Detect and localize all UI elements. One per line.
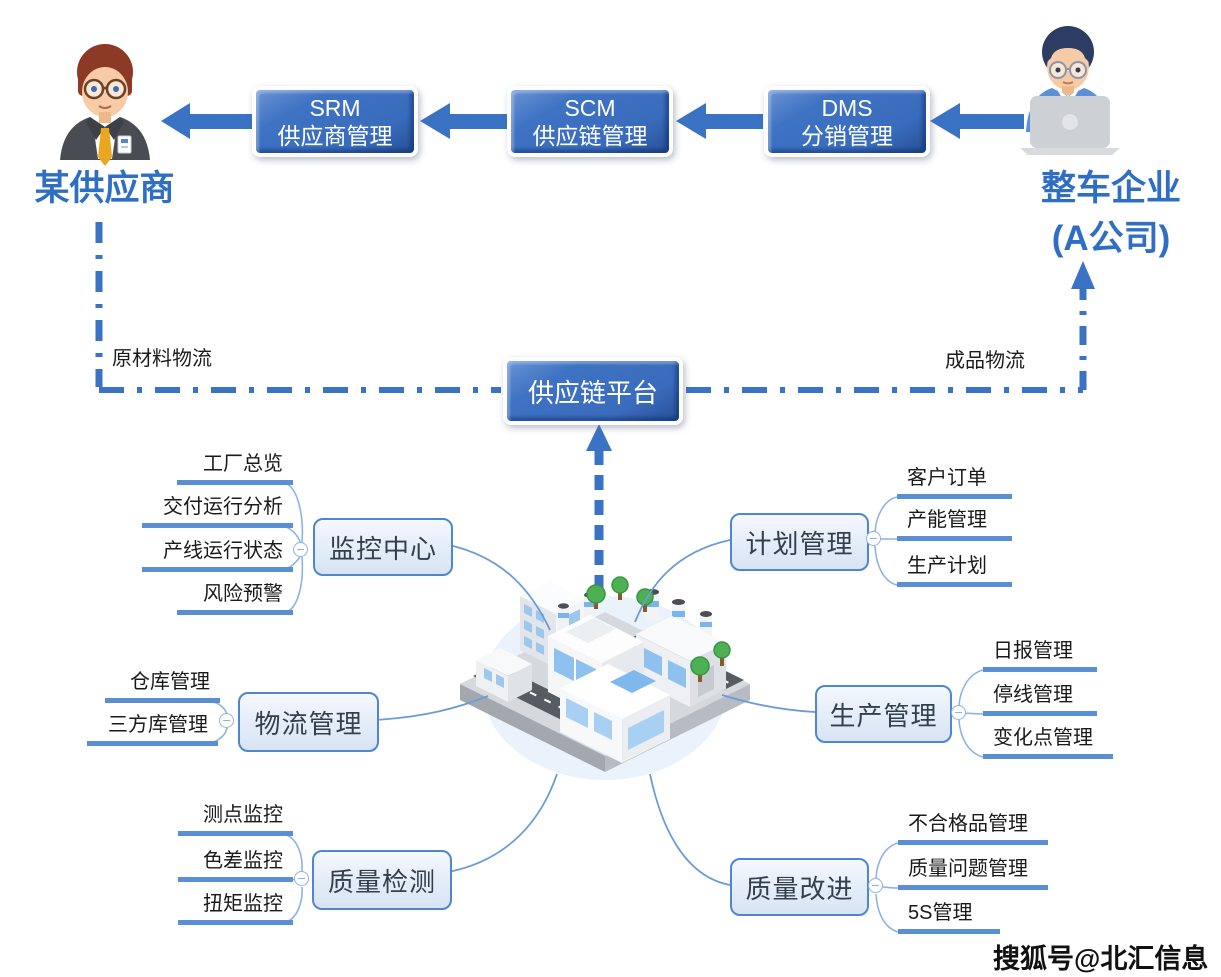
oem-label-line2: (A公司) [1051,219,1171,258]
minus-icon [298,877,305,880]
mindmap-leaf: 客户订单 [897,467,1012,499]
oem-label-line1: 整车企业 [1040,169,1181,208]
branch-connector-curves [374,539,816,886]
finished-goods-route-line [686,261,1095,393]
factory-illustration [460,576,750,780]
node-logistics-management[interactable]: 物流管理 [238,692,379,752]
scm-box-label: 供应链管理 [532,122,648,149]
scm-box-acronym: SCM [564,94,616,121]
node-production-management[interactable]: 生产管理 [815,685,952,743]
dms-box-acronym: DMS [821,94,873,121]
minus-icon [870,537,877,540]
collapse-toggle-icon[interactable] [294,871,309,886]
scm-box: SCM 供应链管理 [507,86,673,157]
node-quality-improvement[interactable]: 质量改进 [730,858,869,916]
raw-material-route-line [95,222,501,393]
collapse-toggle-icon[interactable] [219,713,234,728]
mindmap-leaf: 不合格品管理 [898,813,1048,845]
mindmap-leaf: 仓库管理 [105,671,220,703]
mindmap-leaf: 生产计划 [897,555,1012,587]
mindmap-leaf: 5S管理 [898,902,1000,934]
dms-box-label: 分销管理 [801,122,893,149]
supply-chain-platform-box: 供应链平台 [503,357,683,425]
mindmap-leaf: 质量问题管理 [898,858,1048,890]
mindmap-leaf: 停线管理 [983,684,1097,716]
collapse-toggle-icon[interactable] [868,878,883,893]
flow-arrow-icon [161,103,1024,139]
supplier-label: 某供应商 [34,169,175,208]
mindmap-leaf: 风险预警 [177,583,293,615]
finished-goods-label: 成品物流 [945,350,1025,372]
minus-icon [872,884,879,887]
mindmap-leaf: 产线运行状态 [142,540,293,572]
mindmap-leaf: 工厂总览 [177,453,293,485]
dms-box: DMS 分销管理 [764,86,930,157]
mindmap-leaf: 扭矩监控 [178,893,293,925]
raw-material-label: 原材料物流 [112,348,212,370]
minus-icon [223,719,230,722]
platform-up-arrow [586,424,612,602]
minus-icon [955,711,962,714]
srm-box-acronym: SRM [309,94,361,121]
laptop-user-avatar-icon [1020,26,1120,155]
mindmap-leaf: 产能管理 [897,509,1012,541]
minus-icon [297,548,304,551]
collapse-toggle-icon[interactable] [951,705,966,720]
srm-box-label: 供应商管理 [277,122,393,149]
mindmap-leaf: 日报管理 [983,640,1097,672]
collapse-toggle-icon[interactable] [293,542,308,557]
node-plan-management[interactable]: 计划管理 [730,513,869,571]
tree-icon [586,576,731,682]
supplier-avatar-icon [60,44,150,166]
node-monitoring-center[interactable]: 监控中心 [313,518,453,576]
watermark-text: 搜狐号@北汇信息 [993,944,1209,974]
mindmap-leaf: 变化点管理 [983,727,1113,759]
collapse-toggle-icon[interactable] [866,531,881,546]
mindmap-leaf: 交付运行分析 [142,496,293,528]
mindmap-leaf: 测点监控 [178,804,293,836]
mindmap-leaf: 三方库管理 [87,714,218,746]
up-arrowhead-icon [586,424,612,451]
platform-label: 供应链平台 [527,377,658,408]
up-arrowhead-icon [1071,261,1095,289]
mindmap-leaf: 色差监控 [178,850,293,882]
srm-box: SRM 供应商管理 [252,86,418,157]
node-quality-inspection[interactable]: 质量检测 [312,850,452,910]
